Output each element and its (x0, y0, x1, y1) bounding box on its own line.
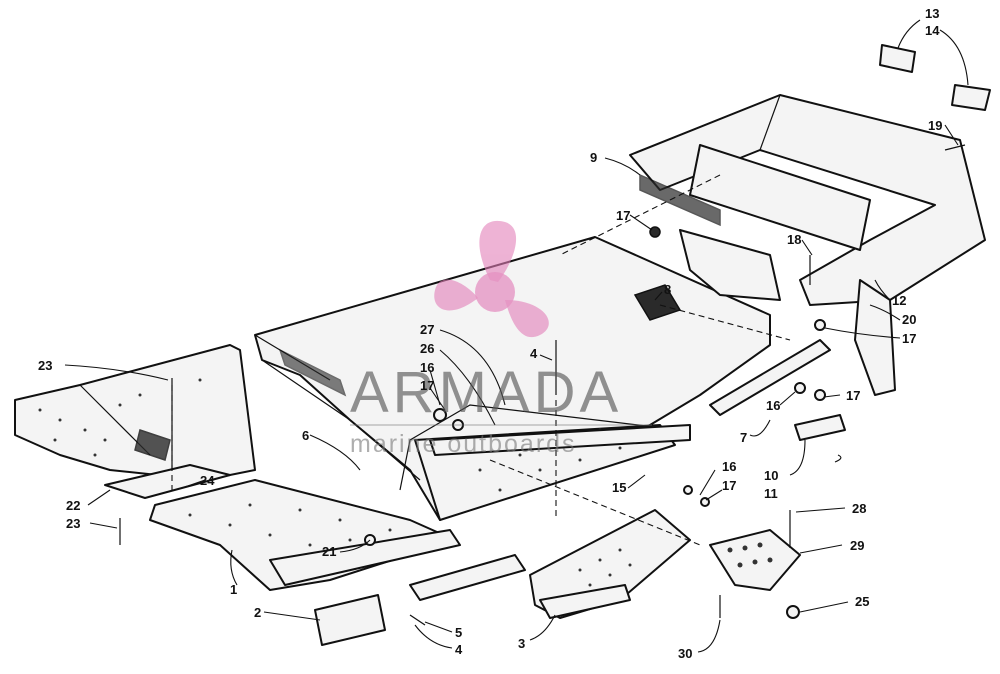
callout-10: 10 (764, 468, 778, 483)
callout-labels: 13 14 19 9 17 18 8 12 20 17 27 26 16 17 … (38, 6, 942, 661)
callout-26: 26 (420, 341, 434, 356)
callout-2: 2 (254, 605, 261, 620)
callout-1: 1 (230, 582, 237, 597)
tunnel-body (254, 236, 771, 521)
callout-11: 11 (764, 486, 778, 501)
callout-28: 28 (852, 501, 866, 516)
brand-tagline: marine outboards (350, 430, 577, 458)
plate-2 (314, 594, 386, 646)
plate-5 (409, 554, 526, 601)
running-board (149, 479, 461, 591)
callout-9: 9 (590, 150, 597, 165)
callout-29: 29 (850, 538, 864, 553)
callout-16: 16 (420, 360, 434, 375)
callout-22: 22 (66, 498, 80, 513)
callout-20: 20 (902, 312, 916, 327)
callout-25: 25 (855, 594, 869, 609)
callout-15: 15 (612, 480, 626, 495)
bracket-10 (794, 414, 846, 441)
callout-12: 12 (892, 293, 906, 308)
brand-name: ARMADA (350, 360, 622, 425)
callout-13: 13 (925, 6, 939, 21)
callout-17: 17 (846, 388, 860, 403)
brand-watermark: ARMADA marine outboards (350, 220, 652, 458)
callout-17: 17 (420, 378, 434, 393)
callout-21: 21 (322, 544, 336, 559)
callout-7: 7 (740, 430, 747, 445)
callout-23: 23 (38, 358, 52, 373)
callout-4: 4 (455, 642, 463, 657)
callout-8: 8 (664, 282, 671, 297)
hitch-bracket (529, 509, 691, 619)
assembly-lines (171, 174, 791, 546)
callout-17: 17 (902, 331, 916, 346)
decal-14 (951, 84, 991, 111)
callout-27: 27 (420, 322, 434, 337)
rear-rack (629, 94, 986, 396)
hitch-plate (709, 529, 801, 591)
callout-23: 23 (66, 516, 80, 531)
callout-24: 24 (200, 473, 215, 488)
washer-16 (433, 408, 447, 422)
callout-30: 30 (678, 646, 692, 661)
callout-16: 16 (766, 398, 780, 413)
hardware (119, 44, 991, 626)
bracket-22 (104, 464, 231, 499)
left-floorboard (14, 344, 256, 481)
callout-6: 6 (302, 428, 309, 443)
decal-13 (879, 44, 916, 73)
propeller-logo-icon (434, 220, 549, 338)
callout-4: 4 (530, 346, 538, 361)
callout-3: 3 (518, 636, 525, 651)
callout-14: 14 (925, 23, 940, 38)
callout-16: 16 (722, 459, 736, 474)
callout-17: 17 (722, 478, 736, 493)
callout-18: 18 (787, 232, 801, 247)
callout-17: 17 (616, 208, 630, 223)
callout-5: 5 (455, 625, 462, 640)
leader-lines (64, 19, 969, 653)
tow-rod (709, 339, 831, 416)
callout-19: 19 (928, 118, 942, 133)
